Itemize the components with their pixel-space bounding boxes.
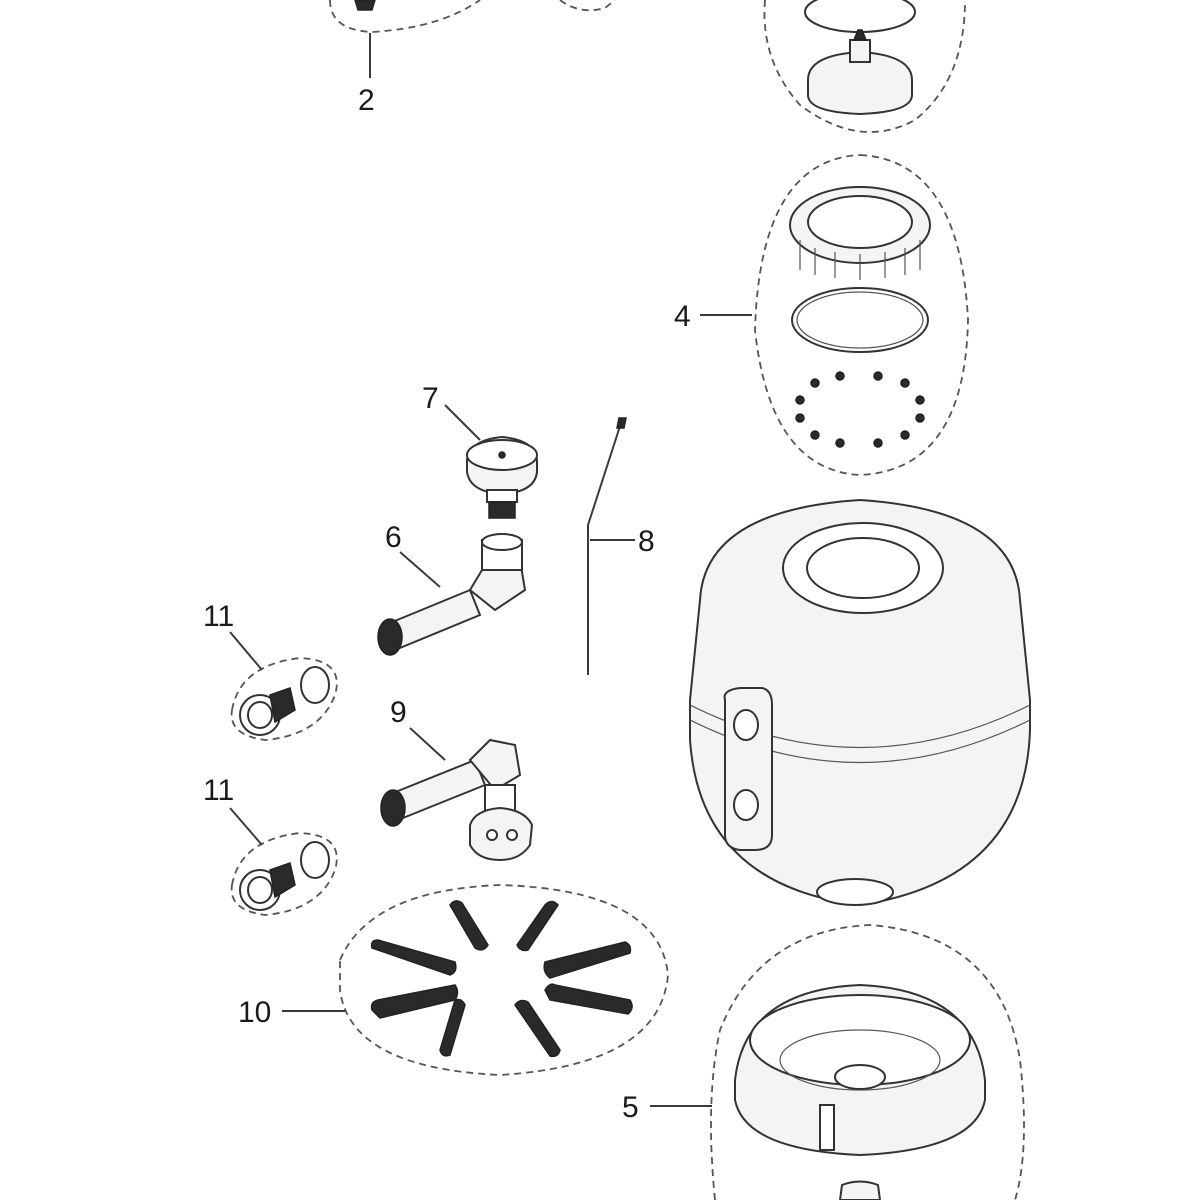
tank-top-opening [806,537,920,599]
part-6-group: 6 [377,521,527,656]
part-11a-group: 11 [203,600,338,741]
lateral-arm [543,941,632,979]
callout-11a-leader [229,631,263,671]
lateral-arm [439,998,466,1057]
part-10-dashed-outline [339,884,669,1076]
top-cap [807,50,913,116]
bolt [835,438,845,448]
laterals [370,900,633,1058]
hub-socket [506,829,518,841]
part-9-group: 9 [380,696,534,862]
callout-2: 2 [358,84,375,117]
elbow-pipe-thread [377,618,403,656]
top-cap-tip [852,29,868,41]
callout-8: 8 [638,525,655,558]
callout-7: 7 [422,382,439,415]
tank-body [689,498,1031,907]
bolt [795,413,805,423]
bolt [810,378,820,388]
part-2-dashed-outline [329,0,481,33]
part-11a-dashed-outline [230,657,338,741]
elbow-pipe-opening [481,533,523,551]
hub-pipe-thread [380,789,406,827]
callout-11a: 11 [203,600,234,633]
bolt [795,395,805,405]
callout-5: 5 [622,1091,639,1124]
bolt [835,371,845,381]
lateral-arm [370,939,457,976]
diffuser-thread [488,501,516,519]
part-10-group: 10 [238,884,669,1076]
tank-lower-port [733,789,759,821]
base-center-port [834,1064,886,1090]
part-4-dashed-outline [754,154,969,476]
bolt [810,430,820,440]
tank-shell [689,498,1031,907]
top-o-ring [804,0,916,33]
bolt [873,371,883,381]
bolt [915,395,925,405]
part-5-dashed-outline [710,924,1025,1200]
base-bottom-fitting [838,1180,882,1200]
lateral-arm [514,999,561,1058]
fitting-11b-thread [269,862,296,899]
callout-9: 9 [390,696,407,729]
part-11b-group: 11 [203,774,338,916]
diffuser-center [498,451,506,459]
bolt-ring [795,371,925,448]
bolt [900,378,910,388]
fitting-11a-o-ring [300,666,330,704]
tank-bottom-drain [816,878,894,906]
callout-11b: 11 [203,774,234,807]
tank-upper-port [733,709,759,741]
callout-7-leader [444,404,481,441]
callout-4: 4 [674,300,691,333]
fitting-11a-bore [247,701,273,729]
callout-6: 6 [385,521,402,554]
part-4-group: 4 [674,154,969,476]
fitting-11b-bore [247,876,273,904]
part-8-group: 8 [587,417,655,675]
part-2-fitting [354,0,376,11]
part-11b-dashed-outline [230,832,338,916]
base-clip [819,1104,835,1151]
vent-rod-tip [616,417,627,429]
flange-ring-inner [807,195,913,249]
top-right-dashed-outline [763,0,966,133]
part-2b-dashed-outline [559,0,616,12]
flange-o-ring-inner [796,291,924,349]
lateral-arm [544,983,633,1015]
callout-11b-leader [229,807,263,846]
callout-10: 10 [238,996,271,1029]
bolt [900,430,910,440]
top-right-group [763,0,966,133]
part-2-group: 2 [329,0,616,117]
fitting-11b-o-ring [300,841,330,879]
bolt [915,413,925,423]
callout-6-leader [399,551,441,588]
lateral-arm [449,900,489,951]
top-cap-nipple [849,39,871,63]
lateral-hub [469,806,534,862]
flange-ring-teeth [799,240,921,280]
lateral-arm [370,984,459,1019]
fitting-11a-thread [269,687,296,724]
diffuser-neck [486,489,518,503]
part-7-group: 7 [422,382,538,519]
hub-socket [486,829,498,841]
vent-rod [587,419,623,675]
part-5-group: 5 [622,924,1025,1200]
lateral-arm [516,900,559,952]
flange-o-ring [791,287,929,353]
bolt [873,438,883,448]
callout-9-leader [409,727,446,761]
